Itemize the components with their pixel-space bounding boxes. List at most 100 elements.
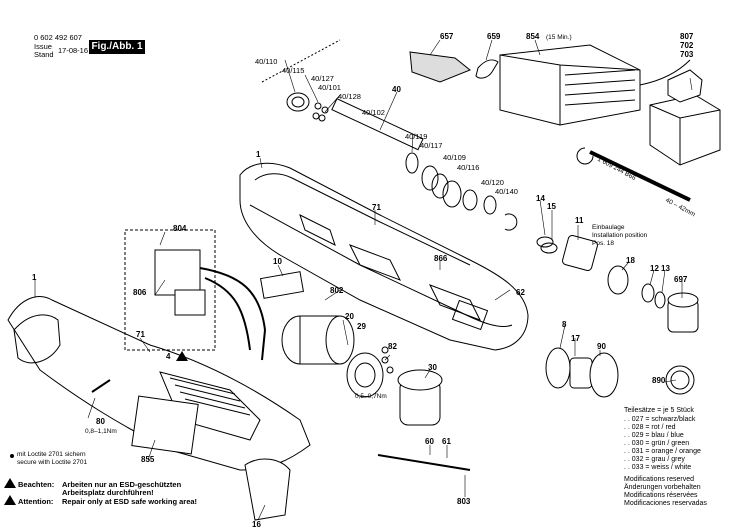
part-1-top: 1 [256,150,261,159]
part-30: 30 [428,363,437,372]
part-14: 14 [536,194,545,203]
part-806: 806 [133,288,147,297]
part-702: 702 [680,41,694,50]
part-8: 8 [562,320,567,329]
part-807: 807 [680,32,694,41]
part-80: 80 [96,417,105,426]
shaft [377,454,471,471]
part-60: 60 [425,437,434,446]
part-15: 15 [547,202,556,211]
part-62: 62 [516,288,525,297]
esd-attention-icon [4,495,16,505]
install-pos: Pos. 18 [592,240,615,247]
leader-lines [34,39,693,521]
modifications-note: Modifications reserved [624,476,695,483]
part-697: 697 [674,275,688,284]
legend-title: Teilesätze = je 5 Stück [624,407,694,414]
spindle-assembly [261,39,518,231]
part-20: 20 [345,312,354,321]
part-1-left: 1 [32,273,37,282]
part-40-110: 40/110 [255,57,278,66]
beachten-label: Beachten: [18,480,55,489]
loctite-note-en: secure with Loctite 2701 [17,459,88,466]
beachten-text-2: Arbeitsplatz durchführen! [62,488,154,497]
attention-label: Attention: [18,497,54,506]
part-866: 866 [434,254,448,263]
stand-label: Stand [34,50,54,59]
part-82: 82 [388,342,397,351]
battery-pack [649,69,721,166]
part-802: 802 [330,286,344,295]
wrench [576,147,691,202]
part-71-top: 71 [372,203,381,212]
install-en: Installation position [592,232,648,239]
part-804: 804 [173,224,187,233]
part-854-note: (15 Min.) [546,34,572,41]
part-40-115: 40/115 [282,66,305,75]
clip-659 [475,59,499,79]
part-16: 16 [252,520,261,529]
modifications-note: Änderungen vorbehalten [624,484,701,491]
loctite-note-de: mit Loctite 2701 sichern [17,451,86,458]
part-40-120: 40/120 [481,178,504,187]
figure-label: Fig./Abb. 1 [89,40,145,54]
legend-row: . . 028 = rot / red [624,424,676,431]
part-890: 890 [652,376,666,385]
esd-warning-icon [176,351,188,361]
part-10: 10 [273,257,282,266]
part-17: 17 [571,334,580,343]
torque-82: 0,5–0,7Nm [355,393,387,400]
part-40-127: 40/127 [311,74,334,83]
legend-row: . . 030 = grün / green [624,440,690,447]
belt-clip [409,51,471,83]
torque-80: 0,8–1,1Nm [85,428,117,435]
motor-and-electronics [124,229,443,426]
doc-number: 0 602 492 607 [34,33,82,42]
legend-row: . . 029 = blau / blue [624,432,684,439]
part-703: 703 [680,50,694,59]
part-40-102: 40/102 [362,108,385,117]
part-40-119: 40/119 [405,132,428,141]
part-4: 4 [166,352,171,361]
part-803: 803 [457,497,471,506]
part-40-109: 40/109 [443,153,466,162]
part-29: 29 [357,322,366,331]
screw [91,379,111,393]
legend-row: . . 031 = orange / orange [624,448,701,455]
part-12: 12 [650,264,659,273]
legend-row: . . 032 = grau / grey [624,456,685,463]
loctite-bullet-icon [10,454,14,458]
part-657: 657 [440,32,454,41]
part-40-140: 40/140 [495,187,518,196]
issue-date: 17-08-16 [58,46,89,55]
attention-text: Repair only at ESD safe working area! [62,497,198,506]
part-90: 90 [597,342,606,351]
legend-row: . . 033 = weiss / white [624,464,692,471]
part-18: 18 [626,256,635,265]
part-13: 13 [661,264,670,273]
part-40-128: 40/128 [338,92,361,101]
legend-row: . . 027 = schwarz/black [624,416,696,423]
part-659: 659 [487,32,501,41]
modifications-note: Modificaciones reservadas [624,500,707,507]
part-40: 40 [392,85,401,94]
chuck-parts [536,235,699,398]
esd-beachten-icon [4,478,16,488]
issue-label: Issue [34,42,52,51]
part-855: 855 [141,455,155,464]
install-de: Einbaulage [592,224,625,231]
beachten-text-1: Arbeiten nur an ESD-geschützten [62,480,182,489]
modifications-note: Modifications réservées [624,492,698,499]
part-71-left: 71 [136,330,145,339]
part-854: 854 [526,32,540,41]
charger [499,44,691,126]
part-40-101: 40/101 [318,83,341,92]
part-40-117: 40/117 [420,141,443,150]
housing-shell [7,296,311,471]
part-11: 11 [575,216,584,225]
part-61: 61 [442,437,451,446]
upper-housing [239,162,529,351]
handle-grip [244,458,291,521]
part-40-116: 40/116 [457,163,480,172]
